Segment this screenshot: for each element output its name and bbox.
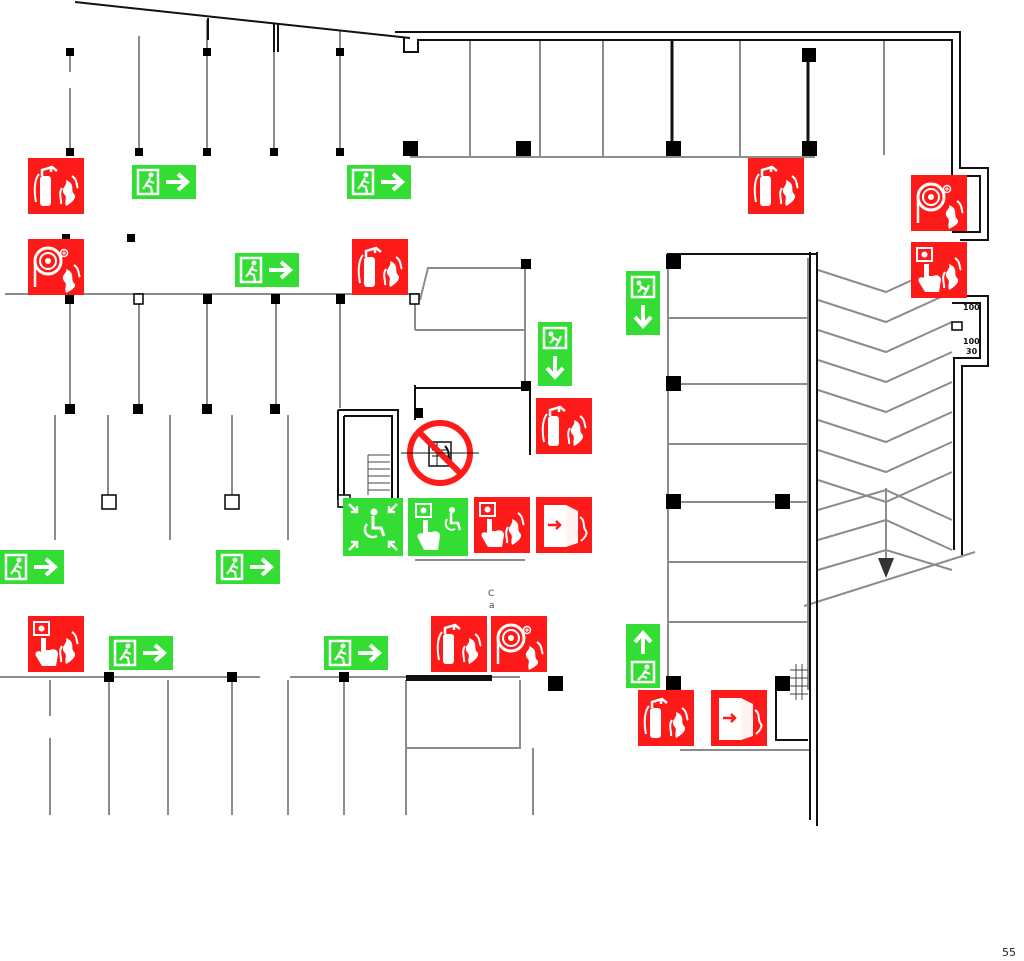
fire-hose-reel-icon	[909, 173, 969, 233]
fire-alarm-call-point-icon	[473, 496, 531, 554]
room-code-top: C	[488, 589, 494, 599]
walls-grey	[0, 20, 976, 815]
fire-extinguisher-icon	[429, 614, 489, 674]
fire-door-icon	[709, 688, 769, 748]
fire-hose-reel-icon	[489, 614, 549, 674]
ramp-arrow	[878, 558, 894, 578]
room-code-bottom: a	[489, 601, 495, 611]
emergency-exit-down-icon	[536, 320, 574, 388]
emergency-exit-right-icon	[322, 634, 390, 672]
walls-dark	[74, 1, 989, 826]
fire-extinguisher-icon	[636, 688, 696, 748]
fire-alarm-call-point-icon	[910, 241, 968, 299]
emergency-exit-right-icon	[130, 163, 198, 201]
emergency-exit-right-icon	[233, 251, 301, 289]
disabled-call-point-icon	[406, 496, 470, 558]
fire-alarm-call-point-icon	[27, 615, 85, 673]
fire-hose-reel-icon	[26, 237, 86, 297]
ramp-labels: 100 100 30	[963, 303, 980, 356]
ramp-value-3: 30	[966, 347, 978, 356]
ramp-value-2: 100	[963, 337, 980, 346]
ramp-value-1: 100	[963, 303, 980, 312]
fire-extinguisher-icon	[534, 396, 594, 456]
fire-extinguisher-icon	[26, 156, 86, 216]
fire-extinguisher-icon	[350, 237, 410, 297]
page-number: 55	[1002, 946, 1016, 959]
no-fire-prohibition-icon	[401, 420, 479, 486]
emergency-exit-down-icon	[624, 269, 662, 337]
emergency-exit-up-icon	[624, 622, 662, 690]
room-code: C a	[488, 589, 495, 611]
emergency-exit-right-icon	[345, 163, 413, 201]
emergency-exit-right-icon	[0, 548, 66, 586]
disabled-refuge-icon	[341, 496, 405, 558]
emergency-exit-right-icon	[214, 548, 282, 586]
fire-door-icon	[534, 495, 594, 555]
stairs	[367, 454, 808, 700]
columns	[62, 48, 817, 691]
emergency-exit-right-icon	[107, 634, 175, 672]
fire-extinguisher-icon	[746, 156, 806, 216]
